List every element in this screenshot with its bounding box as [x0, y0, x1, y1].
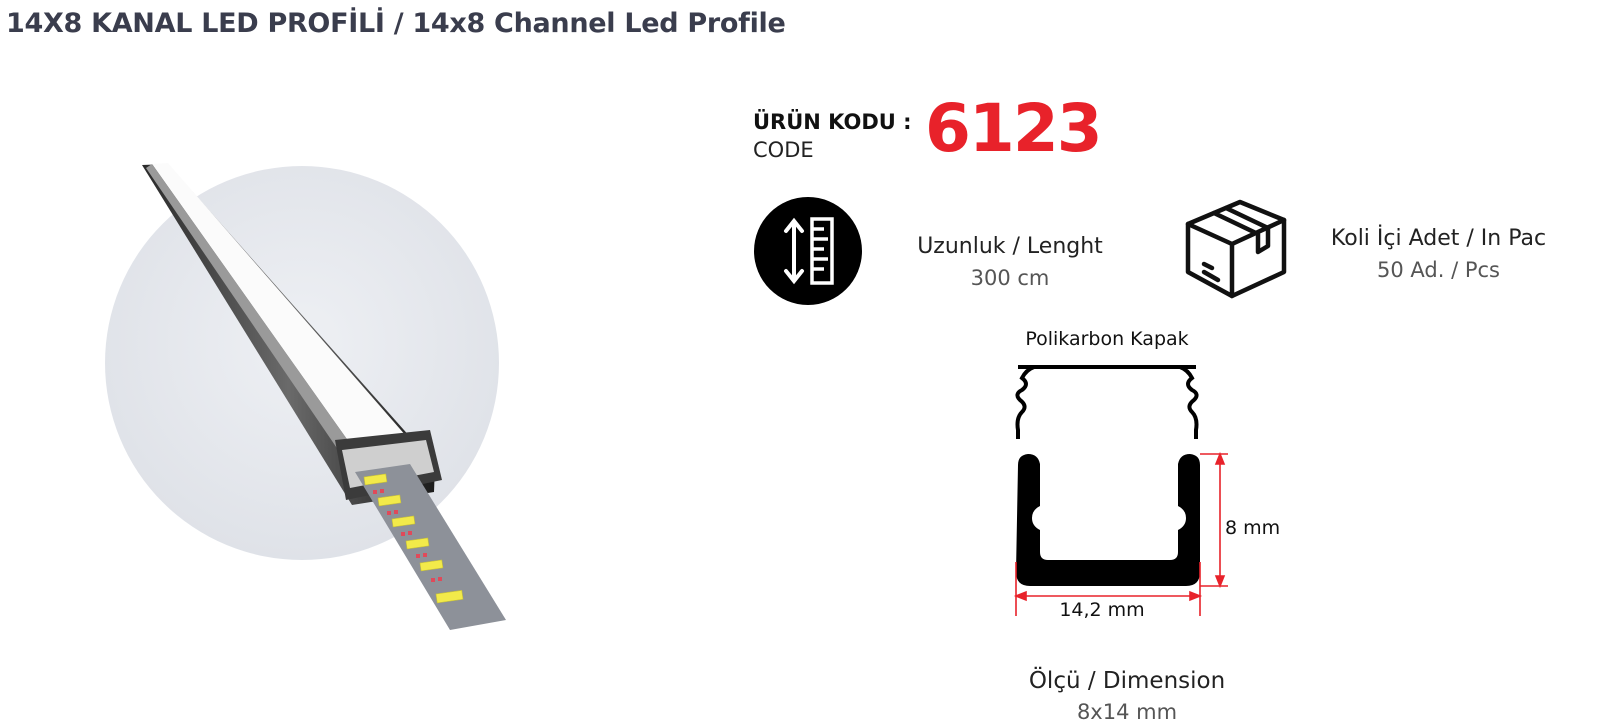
- pack-value: 50 Ad. / Pcs: [1377, 258, 1500, 282]
- box-icon: [1185, 199, 1287, 299]
- cover-label: Polikarbon Kapak: [1025, 330, 1188, 350]
- length-ruler-icon: [754, 197, 862, 305]
- width-label: 14,2 mm: [1059, 599, 1144, 621]
- pack-title: Koli İçi Adet / In Pac: [1330, 226, 1547, 251]
- dimension-title: Ölçü / Dimension: [1028, 668, 1226, 694]
- dimension-value: 8x14 mm: [1076, 700, 1178, 724]
- page-title: 14X8 KANAL LED PROFİLİ / 14x8 Channel Le…: [6, 8, 786, 39]
- length-title: Uzunluk / Lenght: [917, 234, 1103, 259]
- code-sublabel: CODE: [753, 138, 814, 162]
- code-value: 6123: [925, 90, 1103, 167]
- product-image: [105, 163, 506, 630]
- length-value: 300 cm: [970, 266, 1050, 290]
- height-label: 8 mm: [1225, 517, 1280, 539]
- profile-cross-section-drawing: Polikarbon Kapak 8 mm 14,2 mm: [1013, 330, 1280, 621]
- code-label: ÜRÜN KODU :: [753, 110, 912, 134]
